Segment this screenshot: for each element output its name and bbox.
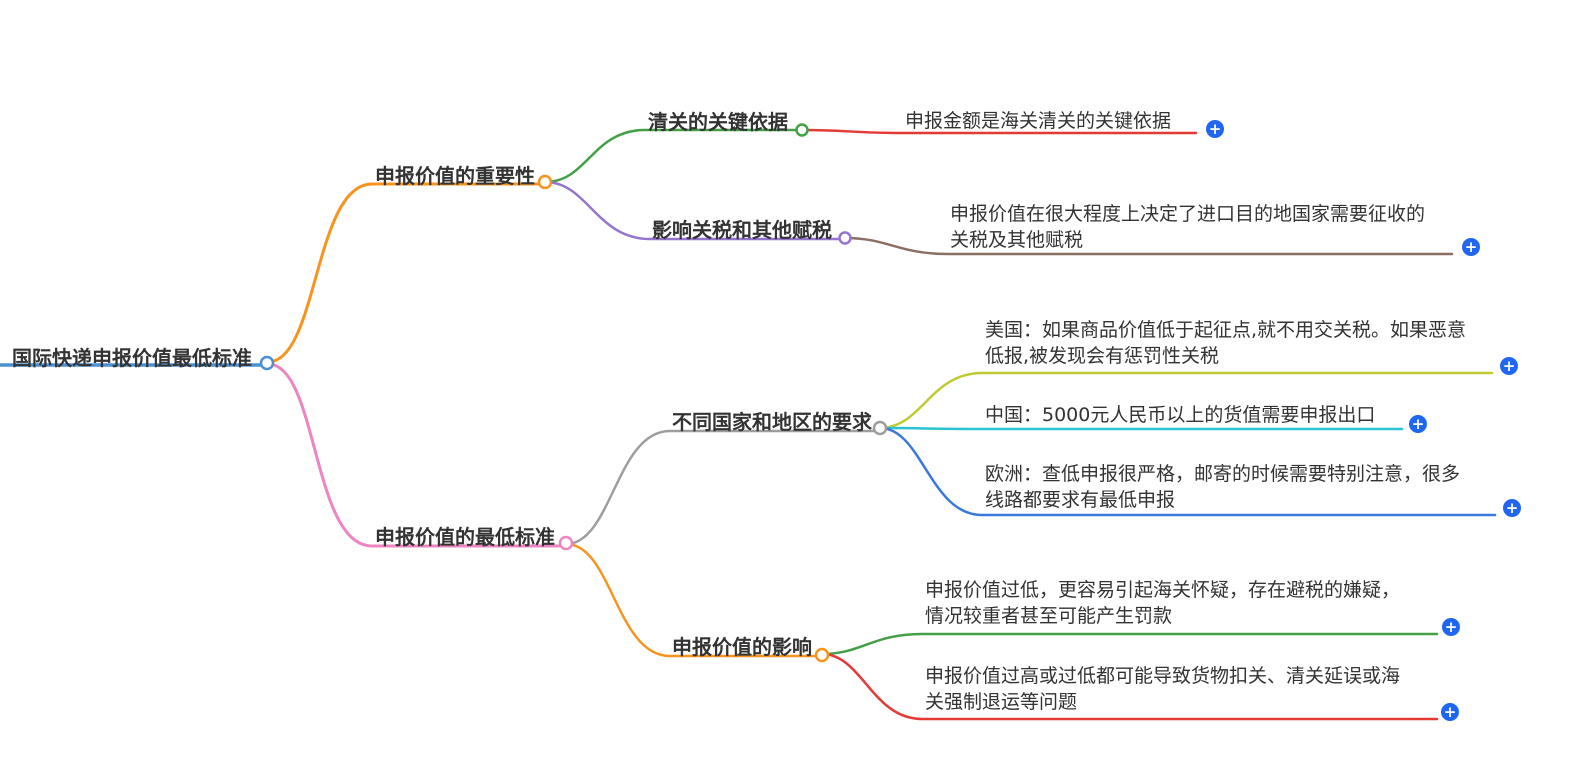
connector-importance — [266, 182, 547, 364]
connector-impact-low-leaf — [820, 632, 1439, 656]
leaf-china-requirement[interactable]: 中国：5000元人民币以上的货值需要申报出口 — [985, 404, 1376, 426]
leaf-impact-low-value[interactable]: 申报价值过低，更容易引起海关怀疑，存在避税的嫌疑，情况较重者甚至可能产生罚款 — [925, 579, 1401, 627]
add-node-button-tariff-leaf[interactable]: + — [1462, 238, 1480, 256]
topic-country-requirements[interactable]: 不同国家和地区的要求 — [672, 410, 872, 434]
connector-countries — [564, 429, 882, 546]
importance-collapse-handle[interactable] — [537, 174, 553, 190]
add-node-button-usa-leaf[interactable]: + — [1500, 357, 1518, 375]
leaf-impact-high-low-value[interactable]: 申报价值过高或过低都可能导致货物扣关、清关延误或海关强制退运等问题 — [925, 665, 1401, 713]
topic-min-standard[interactable]: 申报价值的最低标准 — [375, 525, 555, 549]
add-node-button-impact-highlow-leaf[interactable]: + — [1441, 703, 1459, 721]
add-node-button-europe-leaf[interactable]: + — [1503, 499, 1521, 517]
root-collapse-handle[interactable] — [259, 355, 275, 371]
connector-clearance-leaf — [800, 128, 1198, 135]
min-standard-collapse-handle[interactable] — [558, 535, 574, 551]
countries-collapse-handle[interactable] — [872, 420, 888, 436]
topic-importance[interactable]: 申报价值的重要性 — [375, 164, 535, 188]
connector-clearance — [543, 128, 804, 184]
add-node-button-impact-low-leaf[interactable]: + — [1442, 618, 1460, 636]
connector-tariff — [543, 180, 847, 241]
connector-impact-highlow-leaf — [820, 652, 1439, 721]
connector-min-standard — [266, 362, 568, 548]
topic-clearance-basis[interactable]: 清关的关键依据 — [648, 110, 788, 134]
topic-declared-value-impact[interactable]: 申报价值的影响 — [672, 635, 812, 659]
root-topic[interactable]: 国际快递申报价值最低标准 — [12, 346, 252, 370]
leaf-usa-requirement[interactable]: 美国：如果商品价值低于起征点,就不用交关税。如果恶意低报,被发现会有惩罚性关税 — [985, 319, 1467, 367]
leaf-europe-requirement[interactable]: 欧洲：查低申报很严格，邮寄的时候需要特别注意，很多线路都要求有最低申报 — [985, 463, 1461, 511]
topic-tariff-impact[interactable]: 影响关税和其他赋税 — [652, 218, 832, 242]
connector-europe-leaf — [878, 426, 1497, 517]
tariff-collapse-handle[interactable] — [838, 231, 852, 245]
add-node-button-clearance-leaf[interactable]: + — [1206, 120, 1224, 138]
connector-tariff-leaf — [843, 236, 1454, 256]
impact-collapse-handle[interactable] — [814, 647, 830, 663]
connector-china-leaf — [878, 426, 1404, 431]
leaf-clearance-basis[interactable]: 申报金额是海关清关的关键依据 — [905, 110, 1172, 132]
add-node-button-china-leaf[interactable]: + — [1409, 415, 1427, 433]
connector-impact — [564, 542, 824, 658]
clearance-collapse-handle[interactable] — [795, 123, 809, 137]
connector-usa-leaf — [878, 371, 1494, 430]
leaf-tariff-impact[interactable]: 申报价值在很大程度上决定了进口目的地国家需要征收的关税及其他赋税 — [950, 203, 1426, 251]
